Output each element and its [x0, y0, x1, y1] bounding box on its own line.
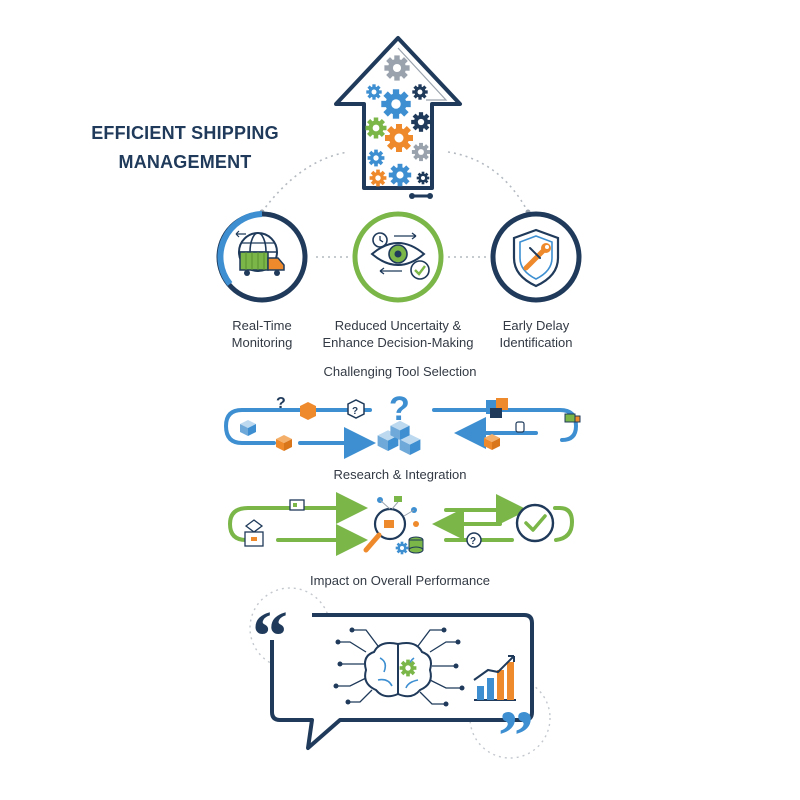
gears-icon: [365, 55, 433, 199]
feature-circle-decision: [352, 211, 444, 303]
truck-small-icon: [564, 413, 581, 423]
hexagon-icon: [300, 402, 316, 420]
feature-label-line: Monitoring: [231, 335, 293, 350]
feature-label-line: Identification: [499, 335, 573, 350]
feature-label-monitoring: Real-Time Monitoring: [200, 317, 324, 351]
box-icon: [484, 434, 500, 450]
jar-icon: [515, 421, 525, 433]
section-title-tool-selection: Challenging Tool Selection: [323, 364, 477, 379]
question-hexagon-icon: ?: [347, 399, 365, 419]
tool-selection-diagram: ? ? ?: [223, 390, 581, 459]
svg-text:?: ?: [470, 536, 476, 547]
impact-speech-bubble: “ ”: [249, 587, 551, 776]
question-boxes-icon: ?: [377, 390, 421, 455]
bar-chart-growth-icon: [473, 655, 516, 701]
connector-left: [261, 151, 349, 213]
feature-label-line: Early Delay: [502, 318, 570, 333]
feature-circle-monitoring: [216, 211, 308, 303]
feature-circle-delay: [490, 211, 582, 303]
question-circle-icon: ?: [466, 532, 482, 548]
research-diagram: ?: [227, 492, 575, 556]
feature-label-line: Reduced Uncertaity &: [334, 318, 462, 333]
open-quote-icon: “: [252, 596, 288, 676]
connector-right: [447, 151, 529, 213]
page-title: EFFICIENT SHIPPING MANAGEMENT: [70, 119, 300, 177]
brain-circuit-icon: [333, 627, 465, 707]
feature-label-line: Real-Time: [232, 318, 292, 333]
close-quote-icon: ”: [498, 696, 534, 776]
globe-truck-icon: [235, 230, 285, 276]
page-title-line-1: EFFICIENT SHIPPING: [91, 123, 279, 143]
growth-arrow-icon: [334, 36, 462, 190]
section-title-research: Research & Integration: [333, 467, 467, 482]
question-mark-icon: ?: [276, 395, 286, 412]
page-title-line-2: MANAGEMENT: [118, 152, 252, 172]
eye-check-icon: [370, 232, 430, 280]
box-icon: [276, 435, 292, 451]
magnifier-network-icon: [363, 496, 424, 555]
feature-label-line: Enhance Decision-Making: [322, 335, 474, 350]
feature-label-delay: Early Delay Identification: [478, 317, 594, 351]
section-title-impact: Impact on Overall Performance: [310, 573, 490, 588]
package-stack-icon: [486, 398, 508, 418]
package-open-icon: [244, 519, 264, 547]
svg-text:?: ?: [352, 406, 358, 417]
box-icon: [240, 420, 256, 436]
shield-wrench-icon: [512, 228, 560, 288]
feature-label-decision: Reduced Uncertaity & Enhance Decision-Ma…: [318, 317, 478, 351]
document-flow-icon: [289, 499, 305, 511]
check-circle-icon: [515, 503, 555, 543]
svg-text:?: ?: [389, 390, 410, 428]
